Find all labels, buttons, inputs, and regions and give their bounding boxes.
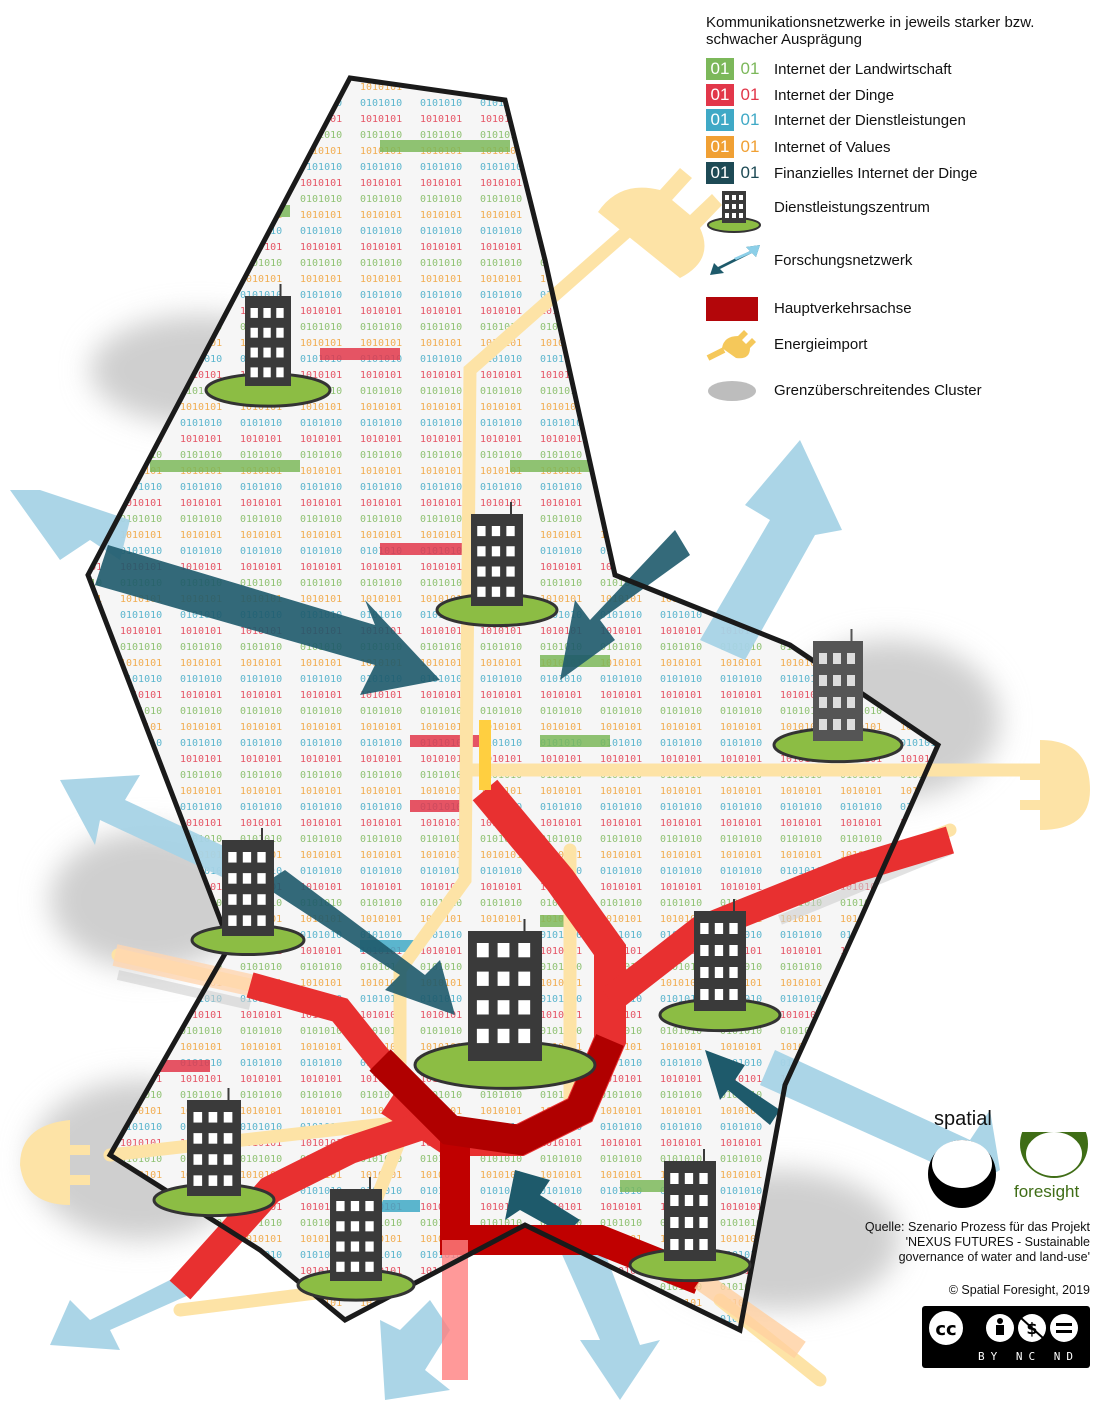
service-centre-building-icon bbox=[296, 1177, 416, 1302]
network-swatch: 01 01 bbox=[706, 109, 766, 131]
network-swatch: 01 01 bbox=[706, 136, 766, 158]
service-centre-building-icon bbox=[413, 919, 597, 1090]
legend-row-network: 01 01 Internet der Dienstleistungen bbox=[706, 109, 966, 131]
region-outline bbox=[85, 75, 942, 1334]
strong-bits: 01 bbox=[706, 109, 734, 131]
legend-row-network: 01 01 Internet of Values bbox=[706, 136, 890, 158]
strong-bits: 01 bbox=[706, 84, 734, 106]
weak-bits: 01 bbox=[740, 163, 760, 182]
legend-row-network: 01 01 Internet der Dinge bbox=[706, 84, 894, 106]
license-letters: BY NC ND bbox=[978, 1350, 1079, 1363]
spatial-foresight-logo: spatial foresight bbox=[920, 1102, 1090, 1212]
strong-bits: 01 bbox=[706, 162, 734, 184]
red-bar-icon bbox=[706, 296, 758, 321]
research-network-arrows-dark bbox=[95, 530, 780, 1235]
service-centre-building-icon bbox=[772, 629, 904, 764]
network-swatch: 01 01 bbox=[706, 58, 766, 80]
network-swatch: 01 01 bbox=[706, 84, 766, 106]
service-centre-building-icon bbox=[152, 1088, 276, 1218]
network-swatch: 01 01 bbox=[706, 162, 766, 184]
legend-row-service-centre: Dienstleistungszentrum bbox=[706, 190, 930, 233]
weak-bits: 01 bbox=[740, 137, 760, 156]
legend-row-network: 01 01 Finanzielles Internet der Dinge bbox=[706, 162, 977, 184]
service-centre-building-icon bbox=[435, 502, 559, 628]
copyright: © Spatial Foresight, 2019 bbox=[948, 1283, 1090, 1297]
legend-title: Kommunikationsnetzwerke in jeweils stark… bbox=[706, 14, 1035, 48]
legend-row-main-axis: Hauptverkehrsachse bbox=[706, 296, 912, 321]
strong-bits: 01 bbox=[706, 58, 734, 80]
service-centre-building-icon bbox=[658, 899, 782, 1033]
legend-row-research-network: Forschungsnetzwerk bbox=[706, 244, 912, 275]
weak-bits: 01 bbox=[740, 85, 760, 104]
source-note: Quelle: Szenario Prozess für das Projekt… bbox=[864, 1220, 1090, 1264]
double-arrow-icon bbox=[710, 244, 760, 275]
weak-bits: 01 bbox=[740, 59, 760, 78]
network-label: Internet of Values bbox=[774, 138, 891, 156]
network-label: Internet der Dienstleistungen bbox=[774, 111, 966, 129]
grey-blob-icon bbox=[708, 380, 756, 401]
service-centres bbox=[152, 284, 904, 1302]
network-label: Internet der Dinge bbox=[774, 86, 895, 104]
weak-bits: 01 bbox=[740, 110, 760, 129]
plug-icon bbox=[706, 329, 756, 361]
cc-icon: cc bbox=[935, 1319, 956, 1340]
service-centre-building-icon bbox=[628, 1149, 752, 1283]
plug-icon bbox=[20, 168, 1090, 1205]
legend: Kommunikationsnetzwerke in jeweils stark… bbox=[706, 14, 1086, 401]
legend-row-cluster: Grenzüberschreitendes Cluster bbox=[706, 380, 982, 401]
legend-row-network: 01 01 Internet der Landwirtschaft bbox=[706, 58, 952, 80]
cc-license-badge[interactable]: cc $ BY NC ND bbox=[922, 1306, 1090, 1368]
service-centre-building-icon bbox=[204, 284, 332, 408]
network-label: Finanzielles Internet der Dinge bbox=[774, 164, 978, 182]
strong-bits: 01 bbox=[706, 136, 734, 158]
legend-row-energy-import: Energieimport bbox=[706, 329, 867, 361]
building-icon bbox=[707, 190, 761, 233]
service-centre-building-icon bbox=[190, 828, 306, 957]
network-label: Internet der Landwirtschaft bbox=[774, 60, 952, 78]
